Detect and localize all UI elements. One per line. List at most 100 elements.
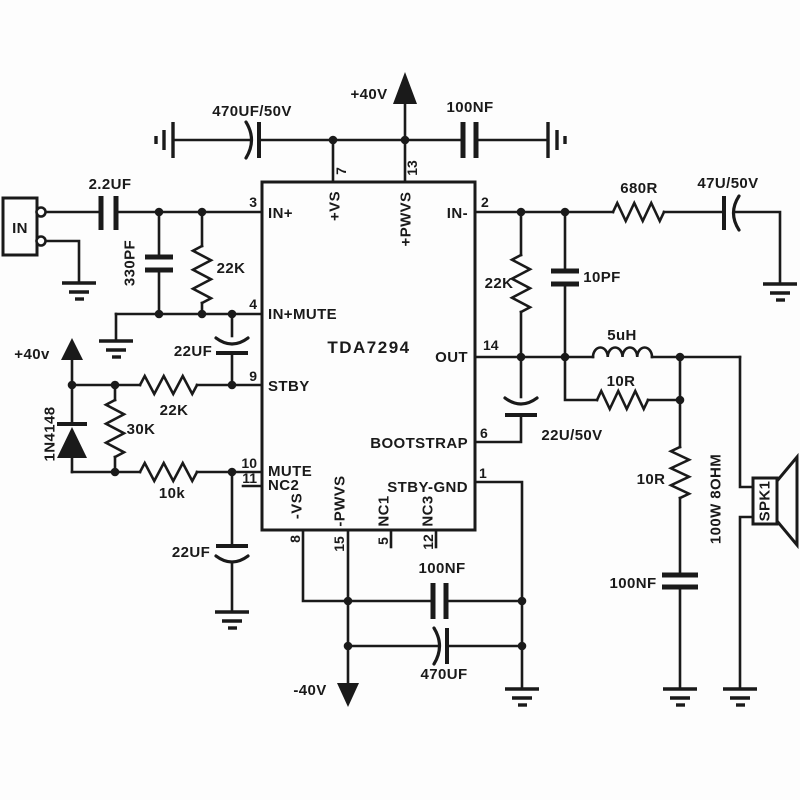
ic-pin-num-5: 5 [375, 537, 391, 545]
cap-22uf-mute [214, 336, 250, 355]
ic-pin-num-6: 6 [480, 425, 488, 441]
ground-symbol-47u [763, 282, 797, 302]
speaker [751, 452, 799, 550]
wire-spk-top [738, 355, 755, 489]
cap-47u [722, 194, 741, 232]
label-res-22k-input: 22K [217, 260, 246, 277]
ic-pin-label-nc3: NC3 [420, 495, 437, 526]
ground-symbol-input-rail [99, 339, 133, 359]
res-22k-input [190, 244, 214, 305]
res-30k [103, 398, 127, 459]
supply-pos-bias-arrow [61, 338, 83, 360]
wire-spk-bottom [738, 515, 755, 690]
ic-pin-num-13: 13 [404, 160, 420, 176]
cap-100nf-zobel [662, 572, 698, 590]
junction [343, 641, 353, 651]
ground-symbol-22uf-stby [215, 610, 249, 630]
label-cap-22uf-stby: 22UF [172, 544, 210, 561]
junction [154, 309, 164, 319]
junction [517, 596, 527, 606]
label-cap-470uf-neg: 470UF [420, 666, 467, 683]
ic-labels: TDA7294 IN+ IN+MUTE STBY MUTE NC2 IN- OU… [241, 160, 498, 552]
label-res-22k-stby: 22K [160, 402, 189, 419]
label-spk-rating: 100W 8OHM [708, 454, 725, 544]
label-cap-100nf-pos: 100NF [446, 99, 493, 116]
res-680r [611, 199, 666, 225]
res-10r-zobel [667, 445, 693, 500]
label-cap-470uf-pos: 470UF/50V [212, 103, 291, 120]
junction [675, 395, 685, 405]
junction [343, 596, 353, 606]
junction [328, 135, 338, 145]
cap-470uf-pos [244, 120, 261, 160]
label-cap-100nf-neg: 100NF [418, 560, 465, 577]
label-cap-22u-boot: 22U/50V [541, 427, 602, 444]
supply-pos-arrow [393, 72, 417, 104]
ic-pin-num-7: 7 [333, 167, 349, 175]
junction [516, 207, 526, 217]
label-cap-input: 2.2UF [89, 176, 132, 193]
label-conn-in: IN [12, 220, 28, 237]
ic-pin-num-12: 12 [420, 534, 436, 550]
ground-symbols [62, 122, 797, 707]
input-terminal-gnd [35, 235, 47, 247]
label-ind-5uh: 5uH [607, 327, 637, 344]
label-spk-name: SPK1 [757, 481, 774, 522]
ic-pin-label-nc1: NC1 [376, 495, 393, 526]
junction [154, 207, 164, 217]
junction [227, 380, 237, 390]
ind-5uh [591, 346, 654, 359]
label-res-22k-fb: 22K [485, 275, 514, 292]
res-22k-fb [509, 253, 533, 314]
ic-pin-num-3: 3 [249, 194, 257, 210]
ic-pin-num-11: 11 [242, 470, 257, 486]
ic-pin-num-4: 4 [249, 296, 257, 312]
input-connector [1, 196, 47, 257]
ground-symbol-zobel [663, 687, 697, 707]
cap-22uf-stby [214, 544, 250, 564]
label-cap-10pf: 10PF [583, 269, 620, 286]
junction [197, 309, 207, 319]
junction [560, 207, 570, 217]
ground-symbol-rail-left [154, 122, 175, 158]
ic-pin-label-out: OUT [435, 349, 468, 366]
ic-pin-label-vs-pos: +VS [327, 191, 344, 221]
junction [400, 135, 410, 145]
ic-pin-label-nc2: NC2 [268, 477, 299, 494]
junction [110, 380, 120, 390]
labels: +40V +40v -40V 470UF/50V 100NF IN 2.2UF … [12, 86, 773, 699]
junction [560, 352, 570, 362]
ic-part-number: TDA7294 [327, 338, 410, 357]
ic-pin-num-1: 1 [479, 465, 487, 481]
label-cap-330pf: 330PF [122, 240, 139, 286]
ground-symbol-input [62, 281, 96, 301]
speaker-cone [775, 452, 799, 550]
ic-pin-num-9: 9 [249, 368, 257, 384]
label-res-10r-parallel: 10R [607, 373, 636, 390]
cap-100nf-neg [430, 583, 449, 619]
supply-neg-arrow [337, 683, 359, 707]
ic-pin-label-vs-neg: -VS [289, 493, 306, 519]
res-22k-stby [138, 373, 199, 397]
label-res-680r: 680R [620, 180, 657, 197]
ic-pin-label-stby-gnd: STBY-GND [387, 479, 468, 496]
ic-pin-label-pwvs-pos: +PWVS [398, 192, 415, 247]
wire-pin8-route [301, 528, 350, 603]
res-10k [138, 460, 199, 484]
cap-470uf-neg [432, 626, 449, 666]
junction [67, 380, 77, 390]
ground-symbol-speaker [723, 687, 757, 707]
ic-pin-label-pwvs-neg: -PWVS [332, 475, 349, 526]
ic-pin-label-in-minus: IN- [447, 205, 468, 222]
input-terminal-signal [35, 206, 47, 218]
label-supply-pos-bias: +40v [14, 346, 50, 363]
ic-pin-label-stby: STBY [268, 378, 310, 395]
wire-10r-par-drop [563, 355, 599, 402]
ic-pin-label-bootstrap: BOOTSTRAP [370, 435, 468, 452]
junction [227, 309, 237, 319]
label-res-30k: 30K [127, 421, 156, 438]
ic-pin-num-8: 8 [287, 535, 303, 543]
junction-dots [67, 135, 685, 651]
